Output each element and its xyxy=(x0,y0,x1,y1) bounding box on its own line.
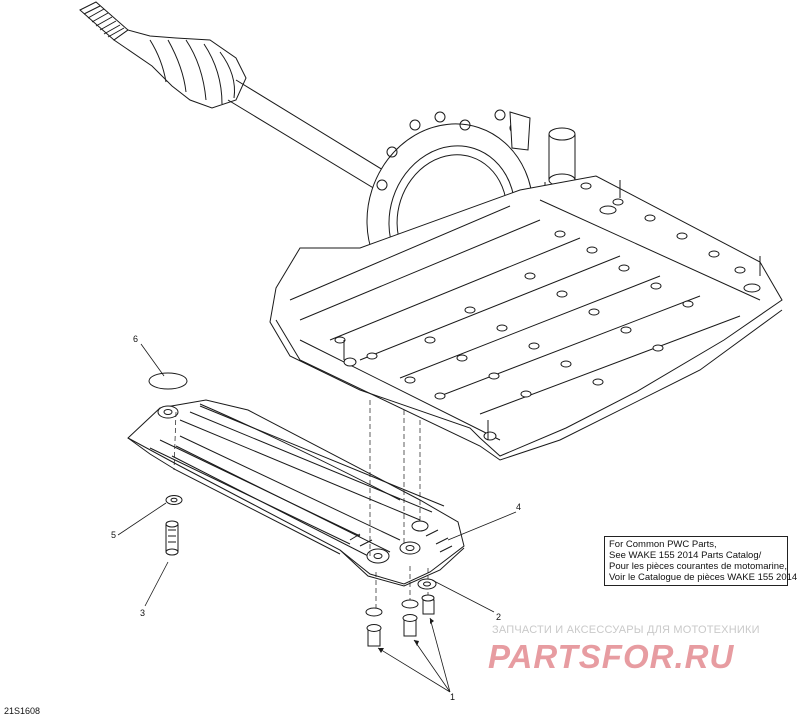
watermark-tagline: ЗАПЧАСТИ И АКСЕССУАРЫ ДЛЯ МОТОТЕХНИКИ xyxy=(492,624,760,636)
note-line: See WAKE 155 2014 Parts Catalog/ xyxy=(609,550,762,561)
left-washer xyxy=(165,495,183,505)
callout-3: 3 xyxy=(140,608,146,618)
hull-studs xyxy=(343,180,761,440)
callout-2: 2 xyxy=(496,612,502,622)
figure-id: 21S1608 xyxy=(4,706,41,716)
bottom-washers xyxy=(365,599,419,617)
callout-4: 4 xyxy=(516,502,522,512)
watermark-logo: PARTSFOR.RU xyxy=(488,638,735,675)
leader-lines xyxy=(117,343,517,693)
fitting-cylinder xyxy=(544,127,581,196)
note-line: For Common PWC Parts, xyxy=(609,539,717,550)
assembly-lines xyxy=(173,400,429,612)
cap-disc xyxy=(148,372,188,390)
ride-plate xyxy=(127,399,465,587)
callout-1: 1 xyxy=(450,692,456,702)
hull-rivets xyxy=(334,182,746,441)
callout-6: 6 xyxy=(133,334,139,344)
bottom-bolts xyxy=(366,594,435,647)
note-line: Voir le Catalogue de pièces WAKE 155 201… xyxy=(609,572,798,583)
leader-arrowheads xyxy=(378,618,434,653)
hull-plate xyxy=(269,175,783,461)
callout-5: 5 xyxy=(111,530,117,540)
left-bolt xyxy=(165,520,179,556)
right-washer xyxy=(417,578,437,590)
reference-note: For Common PWC Parts, See WAKE 155 2014 … xyxy=(604,536,798,586)
note-line: Pour les pièces courantes de motomarine, xyxy=(609,561,787,572)
